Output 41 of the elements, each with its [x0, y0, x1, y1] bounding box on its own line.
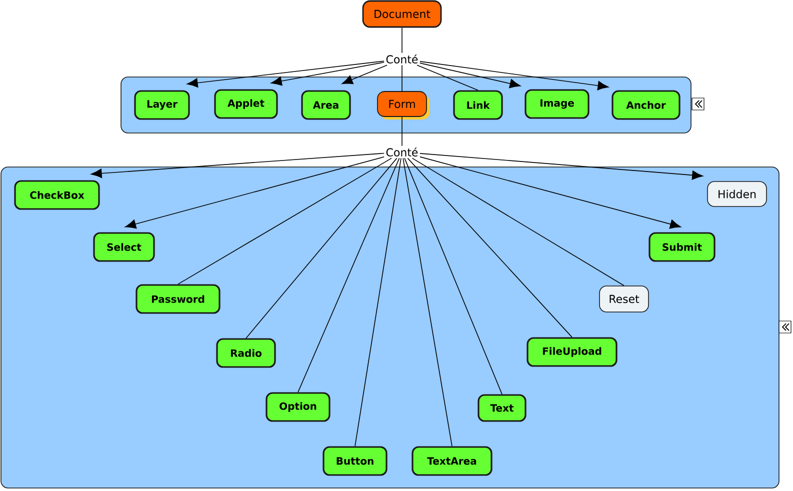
- concept-box: Hidden: [707, 181, 767, 207]
- group-panel: [0, 166, 780, 488]
- concept-box: Layer: [134, 90, 190, 120]
- connector-line: [407, 158, 572, 338]
- concept-box: Image: [524, 89, 590, 119]
- concept-box: Form: [377, 91, 430, 120]
- connector-line: [246, 158, 398, 339]
- concept-box: Link: [453, 90, 503, 120]
- concept-box: Submit: [648, 232, 716, 262]
- concept-box: Reset: [599, 286, 649, 312]
- arrow: [342, 64, 388, 84]
- connector-line: [416, 64, 478, 91]
- concept-box: Document: [362, 0, 442, 28]
- arrow: [420, 153, 704, 180]
- arrow: [270, 62, 384, 86]
- concept-box: Text: [478, 394, 526, 422]
- connector-line: [298, 158, 400, 393]
- concept-box: Select: [93, 232, 155, 262]
- arrow: [420, 62, 521, 88]
- concept-box: Applet: [214, 89, 278, 119]
- arrow: [420, 61, 609, 90]
- linking-phrase: Conté: [384, 146, 420, 158]
- connector-line: [402, 158, 452, 447]
- arrow: [420, 156, 681, 229]
- arrow: [125, 156, 384, 229]
- concept-box: TextArea: [412, 446, 492, 476]
- concept-box: CheckBox: [14, 180, 100, 210]
- connector-line: [412, 158, 624, 286]
- linking-phrase: Conté: [384, 53, 420, 65]
- concept-box: Anchor: [612, 90, 680, 120]
- connector-line: [178, 158, 392, 285]
- connector-line: [354, 158, 402, 447]
- concept-box: Password: [136, 284, 220, 314]
- concept-box: FileUpload: [526, 337, 618, 367]
- connector-line: [404, 158, 502, 395]
- concept-box: Option: [266, 392, 330, 422]
- arrow: [90, 152, 384, 178]
- concept-box: Area: [301, 90, 351, 120]
- arrow: [186, 60, 384, 88]
- concept-box: Radio: [216, 338, 276, 368]
- concept-box: Button: [322, 446, 388, 476]
